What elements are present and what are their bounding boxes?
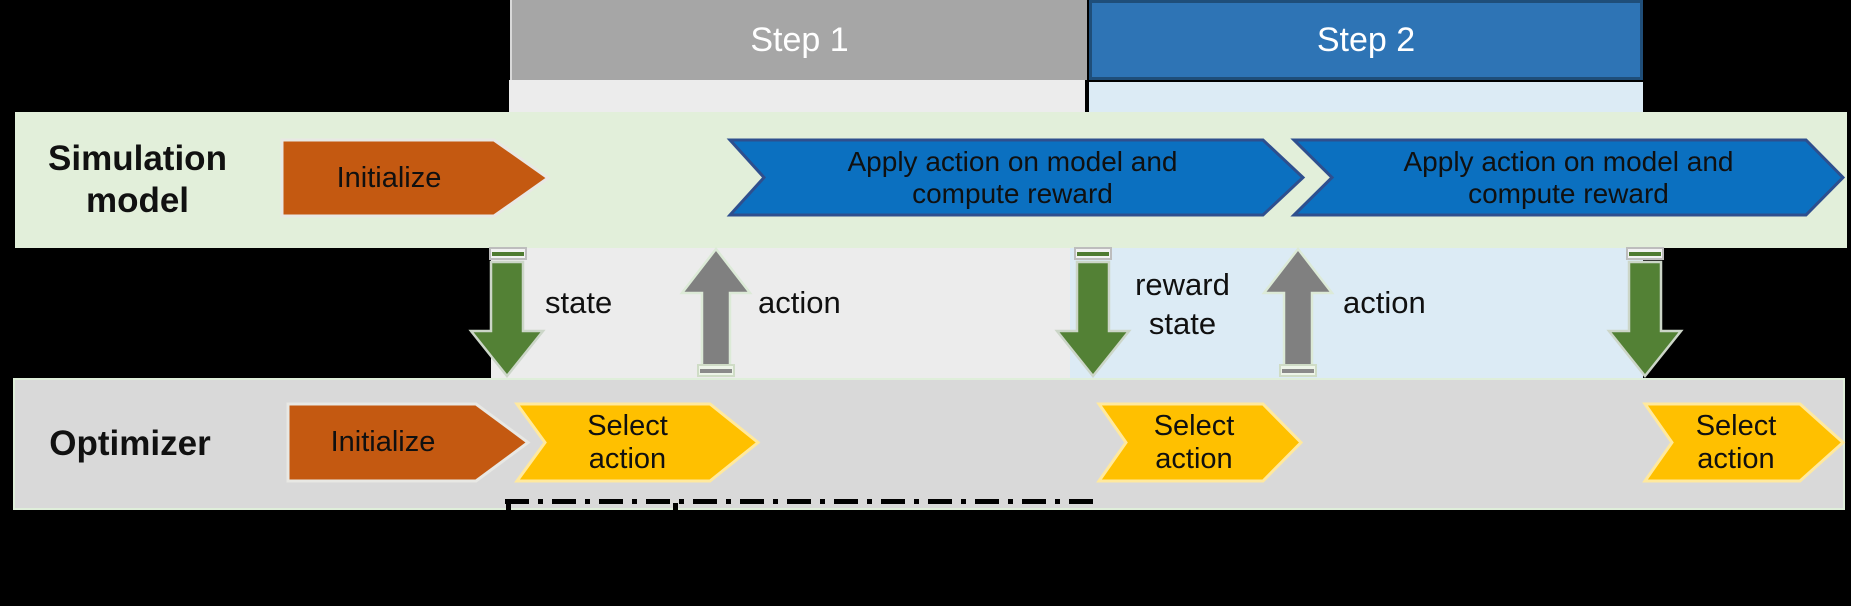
step1-header: Step 1 [510, 0, 1087, 80]
sim-apply-action-chevron-step2: Apply action on model and compute reward [1290, 138, 1846, 217]
step1-column-top [509, 80, 1085, 113]
chevron-arrow-icon [286, 402, 531, 483]
optimizer-lane [13, 378, 1845, 510]
down-arrow-cap [1074, 247, 1112, 260]
step2-column-top [1089, 82, 1643, 113]
chevron-arrow-icon [1290, 138, 1846, 217]
chevron-arrow-icon [280, 138, 551, 218]
state-label: state [545, 285, 613, 320]
action-up-arrow-icon [679, 246, 753, 369]
chevron-arrow-icon [1642, 402, 1846, 483]
state-down-arrow-icon-step3 [1606, 260, 1684, 379]
opt-select-action-chevron-3: Select action [1642, 402, 1846, 483]
step1-dash-dot-line [505, 499, 1097, 504]
step2-column-middle [1070, 248, 1643, 378]
step1-header-label: Step 1 [750, 20, 849, 59]
down-arrow-cap [1626, 247, 1664, 260]
down-arrow-cap [489, 247, 527, 260]
step1-column-middle [491, 248, 1070, 378]
step2-header-label: Step 2 [1316, 20, 1416, 59]
action-label-1: action [758, 285, 841, 320]
chevron-arrow-icon [1096, 402, 1304, 483]
dash-line-tick [673, 503, 678, 513]
opt-select-action-chevron-2: Select action [1096, 402, 1304, 483]
action-label-2: action [1343, 285, 1426, 320]
up-arrow-cap [1279, 364, 1317, 377]
dash-line-tick [506, 503, 511, 513]
step2-header: Step 2 [1089, 0, 1643, 80]
opt-initialize-chevron: Initialize [286, 402, 531, 483]
opt-select-action-chevron-1: Select action [514, 402, 761, 483]
sim-initialize-chevron: Initialize [280, 138, 551, 218]
chevron-arrow-icon [726, 138, 1306, 217]
sim-apply-action-chevron-step1: Apply action on model and compute reward [726, 138, 1306, 217]
reward-state-label: reward state [1135, 267, 1230, 341]
optimizer-lane-label: Optimizer [49, 424, 211, 463]
state-down-arrow-icon [468, 260, 546, 379]
simulation-model-lane-label: Simulation model [48, 139, 227, 220]
reward-state-down-arrow-icon [1054, 260, 1132, 379]
action-up-arrow-icon-step2 [1261, 246, 1335, 369]
up-arrow-cap [697, 364, 735, 377]
chevron-arrow-icon [514, 402, 761, 483]
